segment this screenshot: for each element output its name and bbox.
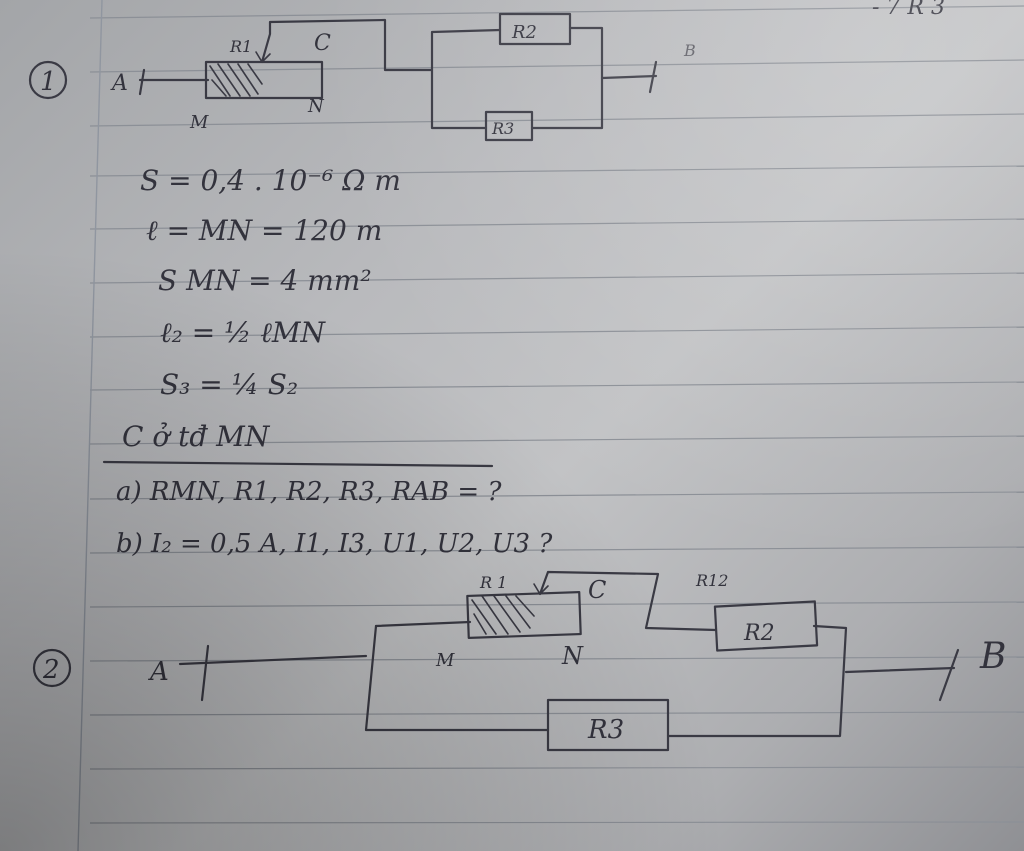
label-R2-1: R2 bbox=[511, 22, 537, 43]
given-underline bbox=[102, 460, 494, 468]
label-B-1: B bbox=[683, 41, 696, 60]
ruled-lines bbox=[77, 0, 1024, 851]
label-R3-2: R3 bbox=[587, 715, 624, 745]
given-line-1: S = 0,4 . 10⁻⁶ Ω m bbox=[140, 164, 401, 197]
given-line-4: ℓ₂ = ½ ℓMN bbox=[160, 316, 327, 349]
circuit-2: 2 A R 1 M N C R12 R2 R3 B bbox=[32, 570, 1006, 752]
resistor-R3-2 bbox=[546, 698, 670, 752]
resistor-R3-1 bbox=[484, 110, 534, 142]
rheostat-hatch-1 bbox=[209, 63, 263, 97]
label-A-2: A bbox=[148, 657, 169, 687]
label-C-1: C bbox=[314, 31, 331, 56]
given-line-6: C ở tđ MN bbox=[122, 420, 271, 453]
problem-1-number: 1 bbox=[40, 67, 57, 97]
question-b: b) I₂ = 0,5 A, I1, I3, U1, U2, U3 ? bbox=[116, 529, 553, 559]
rheostat-MN-2 bbox=[466, 590, 582, 640]
given-line-5: S₃ = ¼ S₂ bbox=[160, 368, 298, 401]
label-C-2: C bbox=[588, 576, 606, 604]
problem-2-circle bbox=[32, 648, 72, 688]
top-right-fragment: - 7 R 3 bbox=[872, 0, 945, 20]
resistor-R2-2 bbox=[713, 600, 819, 652]
problem-2-number: 2 bbox=[42, 655, 60, 685]
label-R3-1: R3 bbox=[491, 119, 514, 138]
resistor-R2-1 bbox=[498, 12, 572, 46]
label-N-2: N bbox=[561, 642, 584, 670]
label-M-1: M bbox=[189, 112, 209, 133]
label-R12: R12 bbox=[695, 571, 728, 590]
rheostat-MN-1 bbox=[204, 60, 324, 100]
given-line-2: ℓ = MN = 120 m bbox=[146, 214, 382, 247]
label-M-2: M bbox=[435, 650, 455, 671]
question-a: a) RMN, R1, R2, R3, RAB = ? bbox=[116, 477, 502, 507]
label-R1-2: R 1 bbox=[479, 573, 507, 592]
label-B-2: B bbox=[979, 636, 1006, 677]
label-R2-2: R2 bbox=[743, 621, 775, 646]
label-A-1: A bbox=[110, 71, 128, 96]
given-list: S = 0,4 . 10⁻⁶ Ω m ℓ = MN = 120 m S MN =… bbox=[102, 164, 494, 468]
given-line-3: S MN = 4 mm² bbox=[158, 264, 372, 297]
rheostat-hatch-2 bbox=[471, 595, 535, 635]
label-R1-1: R1 bbox=[229, 37, 252, 56]
circuit-1: 1 A M N R1 C R2 R3 B bbox=[28, 12, 696, 142]
label-N-1: N bbox=[307, 96, 325, 117]
problem-1-circle bbox=[28, 60, 68, 100]
questions: a) RMN, R1, R2, R3, RAB = ? b) I₂ = 0,5 … bbox=[116, 477, 553, 559]
